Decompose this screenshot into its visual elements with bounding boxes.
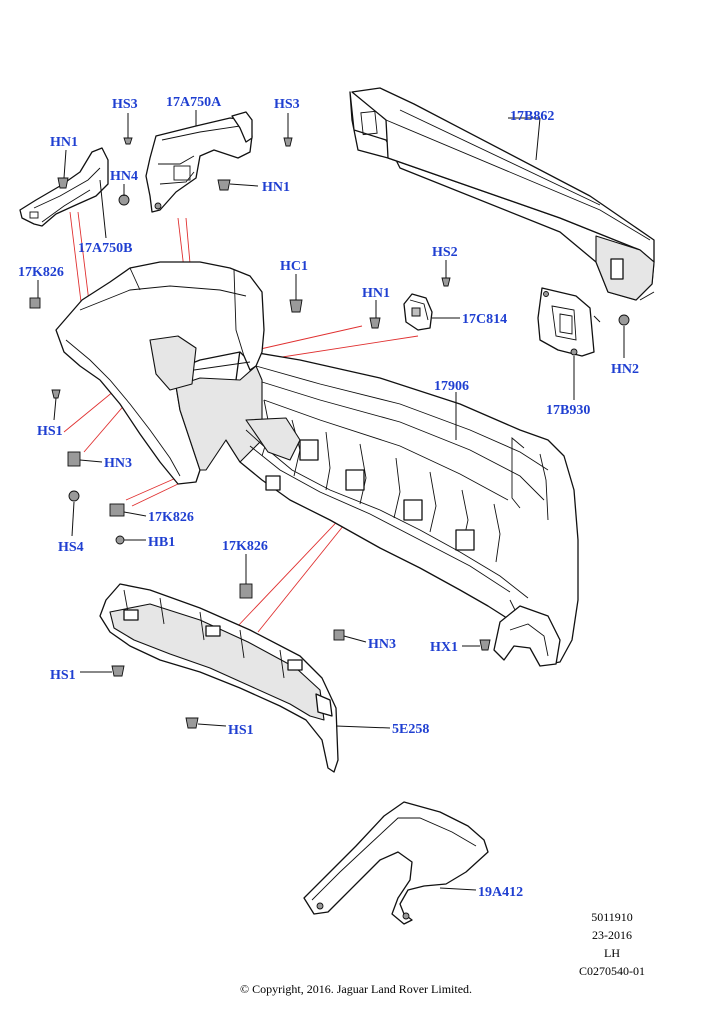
callout-hc1: HC1 [280, 259, 308, 274]
copyright-notice: © Copyright, 2016. Jaguar Land Rover Lim… [240, 982, 472, 996]
callout-17a750b: 17A750B [78, 241, 132, 256]
callout-hs1-lower-left: HS1 [50, 668, 76, 683]
bracket-17b930 [537, 287, 595, 357]
callout-17b862: 17B862 [510, 109, 554, 124]
callout-17k826-middle: 17K826 [222, 539, 268, 554]
callout-hn2: HN2 [611, 362, 639, 377]
reinforcement-beam-17b862 [349, 87, 655, 301]
bracket-17a750a [145, 111, 253, 213]
lower-valance-5e258 [99, 583, 339, 773]
callout-hn1-upper-right: HN1 [262, 180, 290, 195]
splash-shield-19a412 [303, 801, 489, 925]
callout-labels: HS3 17A750A HS3 HN1 HN4 HN1 17A750B 17B8… [18, 95, 639, 900]
meta-illustration-id: C0270540-01 [579, 964, 645, 978]
callout-17906: 17906 [434, 379, 469, 394]
meta-side: LH [604, 946, 620, 960]
callout-hb1: HB1 [148, 535, 175, 550]
callout-5e258: 5E258 [392, 722, 429, 737]
callout-hn1-upper-left: HN1 [50, 135, 78, 150]
callout-17k826-left: 17K826 [18, 265, 64, 280]
callout-hs2: HS2 [432, 245, 458, 260]
callout-hs4: HS4 [58, 540, 84, 555]
callout-19a412: 19A412 [478, 885, 523, 900]
callout-hn3-middle: HN3 [368, 637, 396, 652]
meta-number: 5011910 [591, 910, 633, 924]
leader-lines [37, 110, 655, 891]
fasteners [29, 137, 630, 729]
callout-hs3-upper-right: HS3 [274, 97, 300, 112]
callout-hs1-left: HS1 [37, 424, 63, 439]
callout-17k826-lower: 17K826 [148, 510, 194, 525]
callout-17a750a: 17A750A [166, 95, 222, 110]
diagram-metadata: 5011910 23-2016 LH C0270540-01 © Copyrig… [240, 910, 645, 996]
callout-hs1-lower: HS1 [228, 723, 254, 738]
callout-hn1-middle: HN1 [362, 286, 390, 301]
bracket-17c814 [403, 293, 433, 331]
callout-17c814: 17C814 [462, 312, 507, 327]
bumper-cover-17906 [55, 261, 579, 667]
callout-hs3-upper-left: HS3 [112, 97, 138, 112]
callout-hn4: HN4 [110, 169, 138, 184]
callout-hx1: HX1 [430, 640, 458, 655]
meta-date-code: 23-2016 [592, 928, 632, 942]
callout-17b930: 17B930 [546, 403, 590, 418]
callout-hn3-left: HN3 [104, 456, 132, 471]
